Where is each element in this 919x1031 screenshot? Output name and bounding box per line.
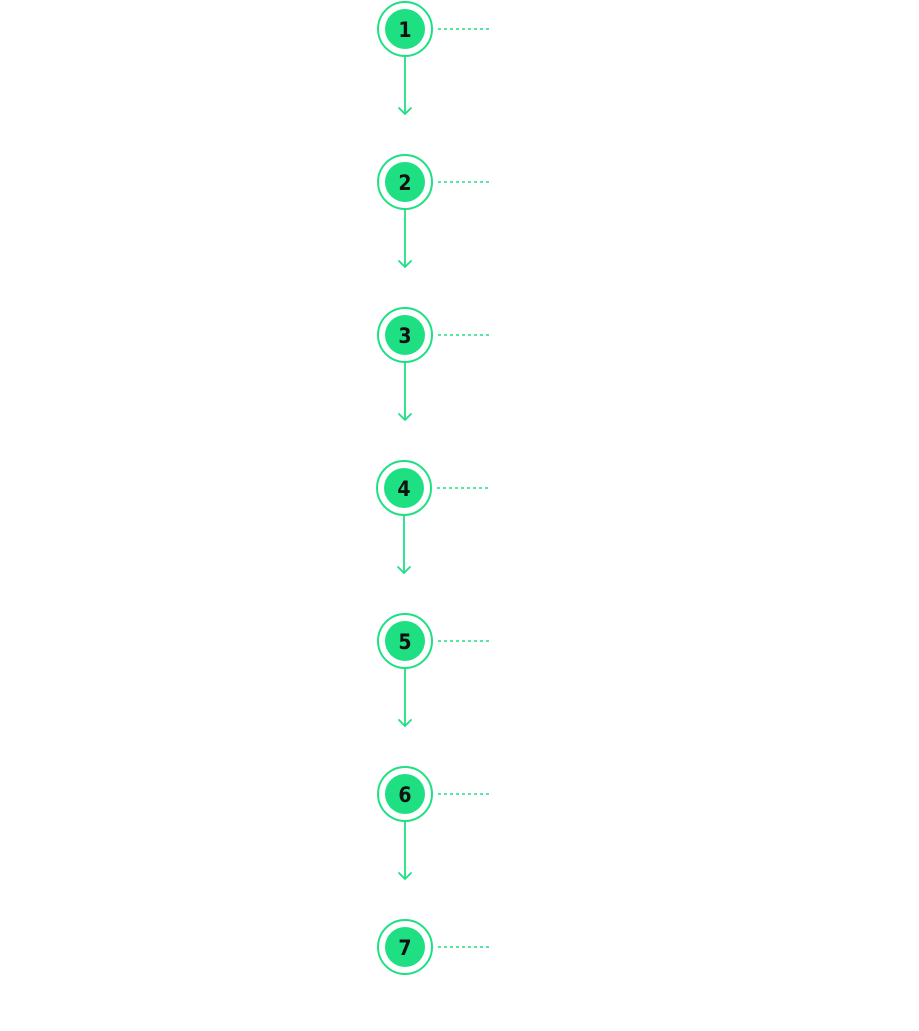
step-3-badge bbox=[385, 315, 425, 355]
step-5-badge bbox=[385, 621, 425, 661]
step-2-badge bbox=[385, 162, 425, 202]
step-4-badge bbox=[384, 468, 424, 508]
step-5-number: 5 bbox=[398, 630, 411, 654]
arrow-down-icon bbox=[398, 413, 412, 421]
step-1-badge bbox=[385, 9, 425, 49]
step-7-badge bbox=[385, 927, 425, 967]
step-4-number: 4 bbox=[397, 477, 410, 501]
step-7-number: 7 bbox=[398, 936, 411, 960]
step-6-number: 6 bbox=[398, 783, 411, 807]
step-1-number: 1 bbox=[398, 18, 411, 42]
arrow-down-icon bbox=[398, 107, 412, 115]
arrow-down-icon bbox=[397, 566, 411, 574]
step-3-number: 3 bbox=[398, 324, 411, 348]
arrow-down-icon bbox=[398, 872, 412, 880]
step-6-badge bbox=[385, 774, 425, 814]
arrow-down-icon bbox=[398, 719, 412, 727]
step-2-number: 2 bbox=[398, 171, 411, 195]
arrow-down-icon bbox=[398, 260, 412, 268]
